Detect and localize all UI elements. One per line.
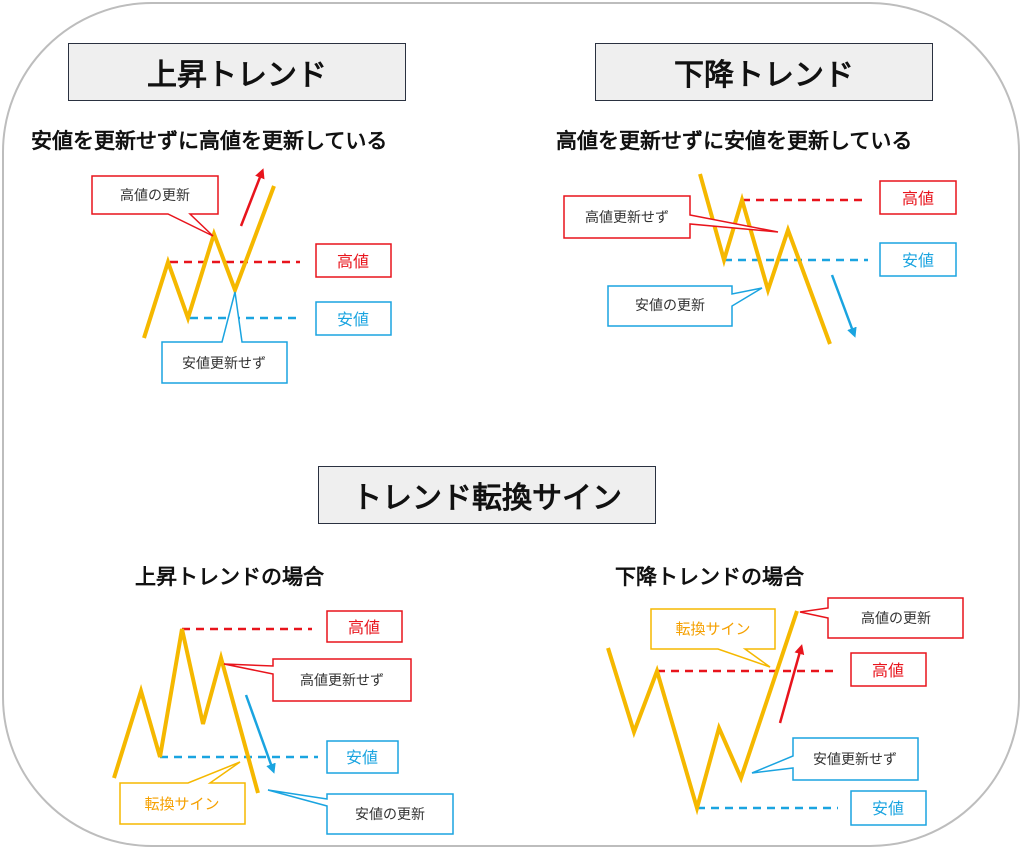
downtrend-subtitle: 高値を更新せずに安値を更新している: [556, 129, 913, 153]
reversal-down-case-subtitle: 下降トレンドの場合: [615, 565, 804, 589]
label-low-box: 安値: [850, 790, 927, 826]
callout-low-no-update-text: 安値更新せず: [813, 752, 897, 768]
label-high-text: 高値: [348, 618, 380, 637]
label-high-box: 高値: [879, 180, 957, 215]
callout-low-no-update-text: 安値更新せず: [182, 356, 266, 372]
label-low-text: 安値: [872, 799, 904, 818]
callout-high-no-update-text: 高値更新せず: [300, 672, 384, 689]
callout-sign-text: 転換サイン: [144, 795, 219, 813]
uptrend-title: 上昇トレンド: [68, 43, 406, 101]
callout-low-update-text: 安値の更新: [355, 807, 425, 823]
callout-low-update-text: 安値の更新: [635, 298, 705, 314]
label-low-box: 安値: [315, 301, 392, 336]
uptrend-arrow: [239, 168, 265, 227]
label-low-box: 安値: [879, 242, 957, 277]
callout-low-update: 安値の更新: [607, 285, 763, 327]
label-low-text: 安値: [346, 748, 378, 767]
uptrend-price-line: [142, 185, 276, 339]
label-high-text: 高値: [902, 189, 934, 208]
trend-reversal-title: トレンド転換サイン: [318, 466, 656, 524]
downtrend-title: 下降トレンド: [595, 43, 933, 101]
uptrend-diagram: 高値の更新 安値更新せず 高値 安値: [91, 168, 392, 384]
downtrend-price-line: [698, 173, 832, 345]
callout-sign-text: 転換サイン: [675, 620, 750, 638]
callout-low-no-update: 安値更新せず: [751, 737, 919, 781]
label-low-text: 安値: [337, 310, 369, 329]
label-high-box: 高値: [315, 243, 392, 278]
callout-high-update: 高値の更新: [91, 175, 219, 237]
callout-low-no-update: 安値更新せず: [161, 291, 288, 384]
reversal-down-price-line: [606, 610, 799, 816]
label-low-box: 安値: [326, 740, 399, 774]
label-high-text: 高値: [337, 252, 369, 271]
downtrend-diagram: 高値更新せず 安値の更新 高値 安値: [563, 173, 957, 345]
callout-low-update: 安値の更新: [267, 789, 454, 835]
label-low-text: 安値: [902, 251, 934, 270]
callout-high-no-update: 高値更新せず: [563, 195, 779, 239]
reversal-down-case-diagram: 転換サイン 高値の更新 高値 安値更新せず 安値: [606, 597, 964, 826]
reversal-down-arrow: [778, 644, 805, 724]
callout-high-update-text: 高値の更新: [120, 187, 190, 204]
callout-sign: 転換サイン: [650, 608, 776, 668]
reversal-up-case-diagram: 高値 高値更新せず 安値 転換サイン 安値の更新: [112, 610, 454, 835]
callout-high-update-text: 高値の更新: [861, 610, 931, 627]
label-high-text: 高値: [872, 661, 904, 680]
reversal-up-arrow: [244, 694, 276, 774]
callout-high-update: 高値の更新: [799, 597, 964, 639]
callout-high-no-update: 高値更新せず: [223, 658, 412, 702]
uptrend-subtitle: 安値を更新せずに高値を更新している: [31, 129, 388, 153]
callout-high-no-update-text: 高値更新せず: [585, 209, 669, 226]
label-high-box: 高値: [326, 610, 403, 643]
reversal-up-price-line: [112, 628, 260, 794]
downtrend-arrow: [830, 274, 857, 338]
label-high-box: 高値: [850, 652, 927, 687]
reversal-up-case-subtitle: 上昇トレンドの場合: [135, 565, 324, 589]
callout-sign: 転換サイン: [119, 761, 246, 825]
